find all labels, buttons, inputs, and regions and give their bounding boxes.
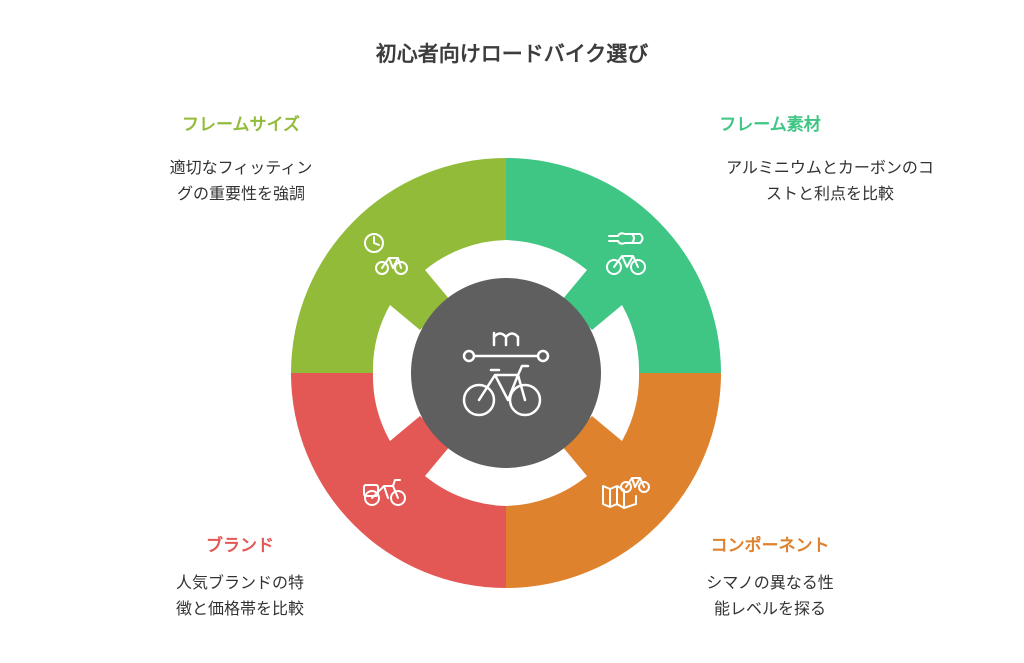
bike-measure-icon xyxy=(462,331,550,417)
map-bike-icon xyxy=(602,477,650,509)
cargo-bike-icon xyxy=(363,479,406,506)
quadrant-frame-size[interactable] xyxy=(291,158,506,373)
heading-frame-size: フレームサイズ xyxy=(182,115,300,135)
quadrant-frame-material[interactable] xyxy=(506,158,721,373)
wrench-bike-icon xyxy=(606,232,646,275)
quadrant-components[interactable] xyxy=(506,373,721,588)
desc-brand-line1: 人気ブランドの特 xyxy=(175,573,304,592)
clock-bike-icon xyxy=(364,233,408,275)
desc-frame-size-line1: 適切なフィッティン xyxy=(169,158,313,177)
desc-components: シマノの異なる性 能レベルを探る xyxy=(650,570,890,622)
center-hub xyxy=(411,278,601,468)
desc-components-line1: シマノの異なる性 xyxy=(706,573,834,592)
heading-components: コンポーネント xyxy=(710,536,830,556)
heading-frame-material: フレーム素材 xyxy=(719,115,821,135)
desc-frame-material-line1: アルミニウムとカーボンのコ xyxy=(726,158,934,177)
heading-brand: ブランド xyxy=(206,536,274,556)
desc-frame-size: 適切なフィッティン グの重要性を強調 xyxy=(121,155,361,207)
desc-brand: 人気ブランドの特 徴と価格帯を比較 xyxy=(120,570,360,622)
desc-frame-material: アルミニウムとカーボンのコ ストと利点を比較 xyxy=(690,155,970,207)
desc-components-line2: 能レベルを探る xyxy=(713,599,826,618)
desc-brand-line2: 徴と価格帯を比較 xyxy=(175,599,304,618)
diagram-title: 初心者向けロードバイク選び xyxy=(375,42,649,66)
desc-frame-size-line2: グの重要性を強調 xyxy=(176,184,305,203)
desc-frame-material-line2: ストと利点を比較 xyxy=(765,184,894,203)
